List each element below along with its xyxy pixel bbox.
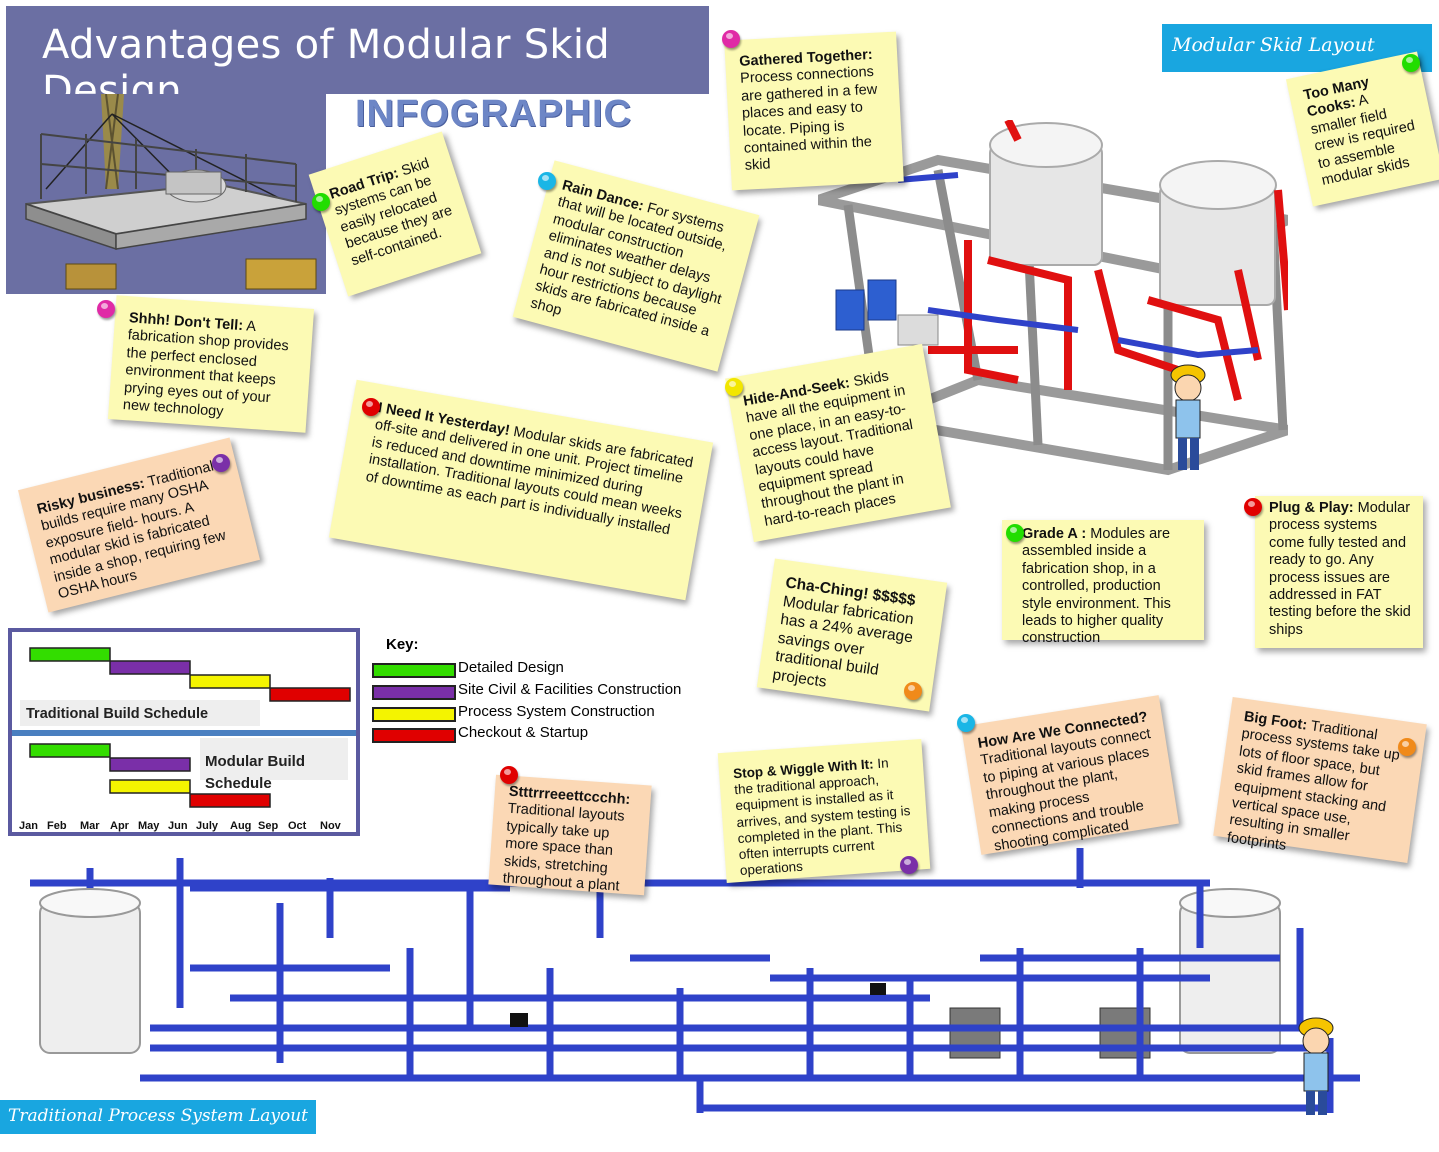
- skid-crane-photo: [6, 94, 326, 294]
- pin-green: [1006, 524, 1024, 542]
- worker-figure-top: [1170, 364, 1206, 470]
- note-stretch-body: Traditional layouts typically take up mo…: [502, 800, 626, 895]
- note-shhh-body: A fabrication shop provides the perfect …: [122, 318, 290, 420]
- trad-bar-checkout: [269, 687, 351, 702]
- month-label: Oct: [288, 820, 307, 832]
- traditional-schedule-label: Traditional Build Schedule: [26, 706, 209, 722]
- month-label: Sep: [258, 820, 279, 832]
- note-plug-and-play: Plug & Play: Modular process systems com…: [1255, 496, 1423, 648]
- pin-red: [362, 398, 380, 416]
- key-label: Detailed Design: [458, 659, 564, 676]
- trad-bar-process: [189, 674, 271, 689]
- pin-red: [500, 766, 518, 784]
- note-rain-dance-body: For systems that will be located outside…: [528, 194, 729, 341]
- pin-orange: [1398, 738, 1416, 756]
- mod-bar-process: [109, 779, 191, 794]
- pin-orange: [904, 682, 922, 700]
- key-label: Process System Construction: [458, 703, 655, 720]
- note-cha-ching-body: Modular fabrication has a 24% average sa…: [771, 592, 915, 691]
- note-yesterday-body: Modular skids are fabricated off-site an…: [364, 417, 695, 538]
- month-label: Nov: [320, 820, 341, 832]
- month-label: Jan: [19, 820, 38, 832]
- key-swatch: [372, 707, 456, 722]
- note-plug-play-title: Plug & Play:: [1269, 500, 1354, 516]
- build-schedule-chart: Traditional Build Schedule Modular Build…: [8, 628, 360, 836]
- note-grade-a-title: Grade A :: [1022, 526, 1087, 542]
- pin-green: [312, 193, 330, 211]
- month-label: July: [196, 820, 219, 832]
- key-label: Checkout & Startup: [458, 724, 589, 741]
- month-label: Jun: [168, 820, 188, 832]
- worker-figure-bottom: [1298, 1017, 1334, 1115]
- month-label: Aug: [230, 820, 252, 832]
- note-shhh-dont-tell: Shhh! Don't Tell: A fabrication shop pro…: [107, 295, 315, 433]
- note-hide-and-seek: Hide-And-Seek: Skids have all the equipm…: [725, 343, 951, 543]
- note-too-many-cooks: Too Many Cooks: A smaller field crew is …: [1285, 51, 1439, 207]
- key-label: Site Civil & Facilities Construction: [458, 681, 682, 698]
- note-grade-a: Grade A : Modules are assembled inside a…: [1002, 520, 1204, 646]
- note-gathered-together: Gathered Together: Process connections a…: [724, 31, 904, 191]
- pin-red: [1244, 498, 1262, 516]
- key-swatch: [372, 685, 456, 700]
- key-swatch: [372, 728, 456, 743]
- traditional-layout-illustration: [30, 848, 1360, 1115]
- crane-lift-image: [6, 94, 326, 294]
- note-rain-dance: Rain Dance: For systems that will be loc…: [512, 160, 760, 372]
- pin-purple: [212, 454, 230, 472]
- month-label: Apr: [110, 820, 129, 832]
- month-axis: Jan Feb Mar Apr May Jun July Aug Sep Oct…: [12, 820, 356, 836]
- month-label: May: [138, 820, 160, 832]
- note-gathered-body: Process connections are gathered in a fe…: [739, 64, 878, 175]
- note-plug-play-body: Modular process systems come fully teste…: [1269, 500, 1411, 638]
- key-swatch: [372, 663, 456, 678]
- mod-bar-civil: [109, 757, 191, 772]
- month-label: Feb: [47, 820, 67, 832]
- pin-magenta: [97, 300, 115, 318]
- modular-schedule-label: Modular Build Schedule: [205, 753, 305, 792]
- modular-skid-illustration: [818, 120, 1288, 476]
- note-need-it-yesterday: I Need It Yesterday! Modular skids are f…: [328, 379, 714, 601]
- page-title: Advantages of Modular Skid Design: [42, 22, 610, 114]
- month-label: Mar: [80, 820, 100, 832]
- pin-purple: [900, 856, 918, 874]
- pin-cyan: [538, 172, 556, 190]
- mod-bar-checkout: [189, 793, 271, 808]
- pin-yellow: [725, 378, 743, 396]
- note-big-foot: Big Foot: Traditional process systems ta…: [1213, 697, 1427, 863]
- infographic-heading: INFOGRAPHIC: [355, 93, 632, 135]
- traditional-layout-label: Traditional Process System Layout: [0, 1100, 316, 1134]
- pin-cyan: [957, 714, 975, 732]
- mod-bar-design: [29, 743, 111, 758]
- trad-bar-civil: [109, 660, 191, 675]
- note-road-trip: Road Trip: Skid systems can be easily re…: [308, 131, 482, 297]
- note-how-are-we-connected: How Are We Connected? Traditional layout…: [961, 695, 1179, 855]
- schedule-bars: [12, 647, 356, 808]
- note-grade-a-body: Modules are assembled inside a fabricati…: [1022, 526, 1171, 647]
- note-big-foot-body: Traditional process systems take up lots…: [1225, 718, 1401, 854]
- note-stop-and-wiggle: Stop & Wiggle With It: In the traditiona…: [717, 739, 931, 883]
- key-title: Key:: [386, 636, 419, 653]
- title-banner: Advantages of Modular Skid Design: [6, 6, 709, 114]
- trad-bar-design: [29, 647, 111, 662]
- pin-green: [1402, 54, 1420, 72]
- pin-magenta: [722, 30, 740, 48]
- note-stretch: Stttrrreeettccchh: Traditional layouts t…: [488, 774, 652, 896]
